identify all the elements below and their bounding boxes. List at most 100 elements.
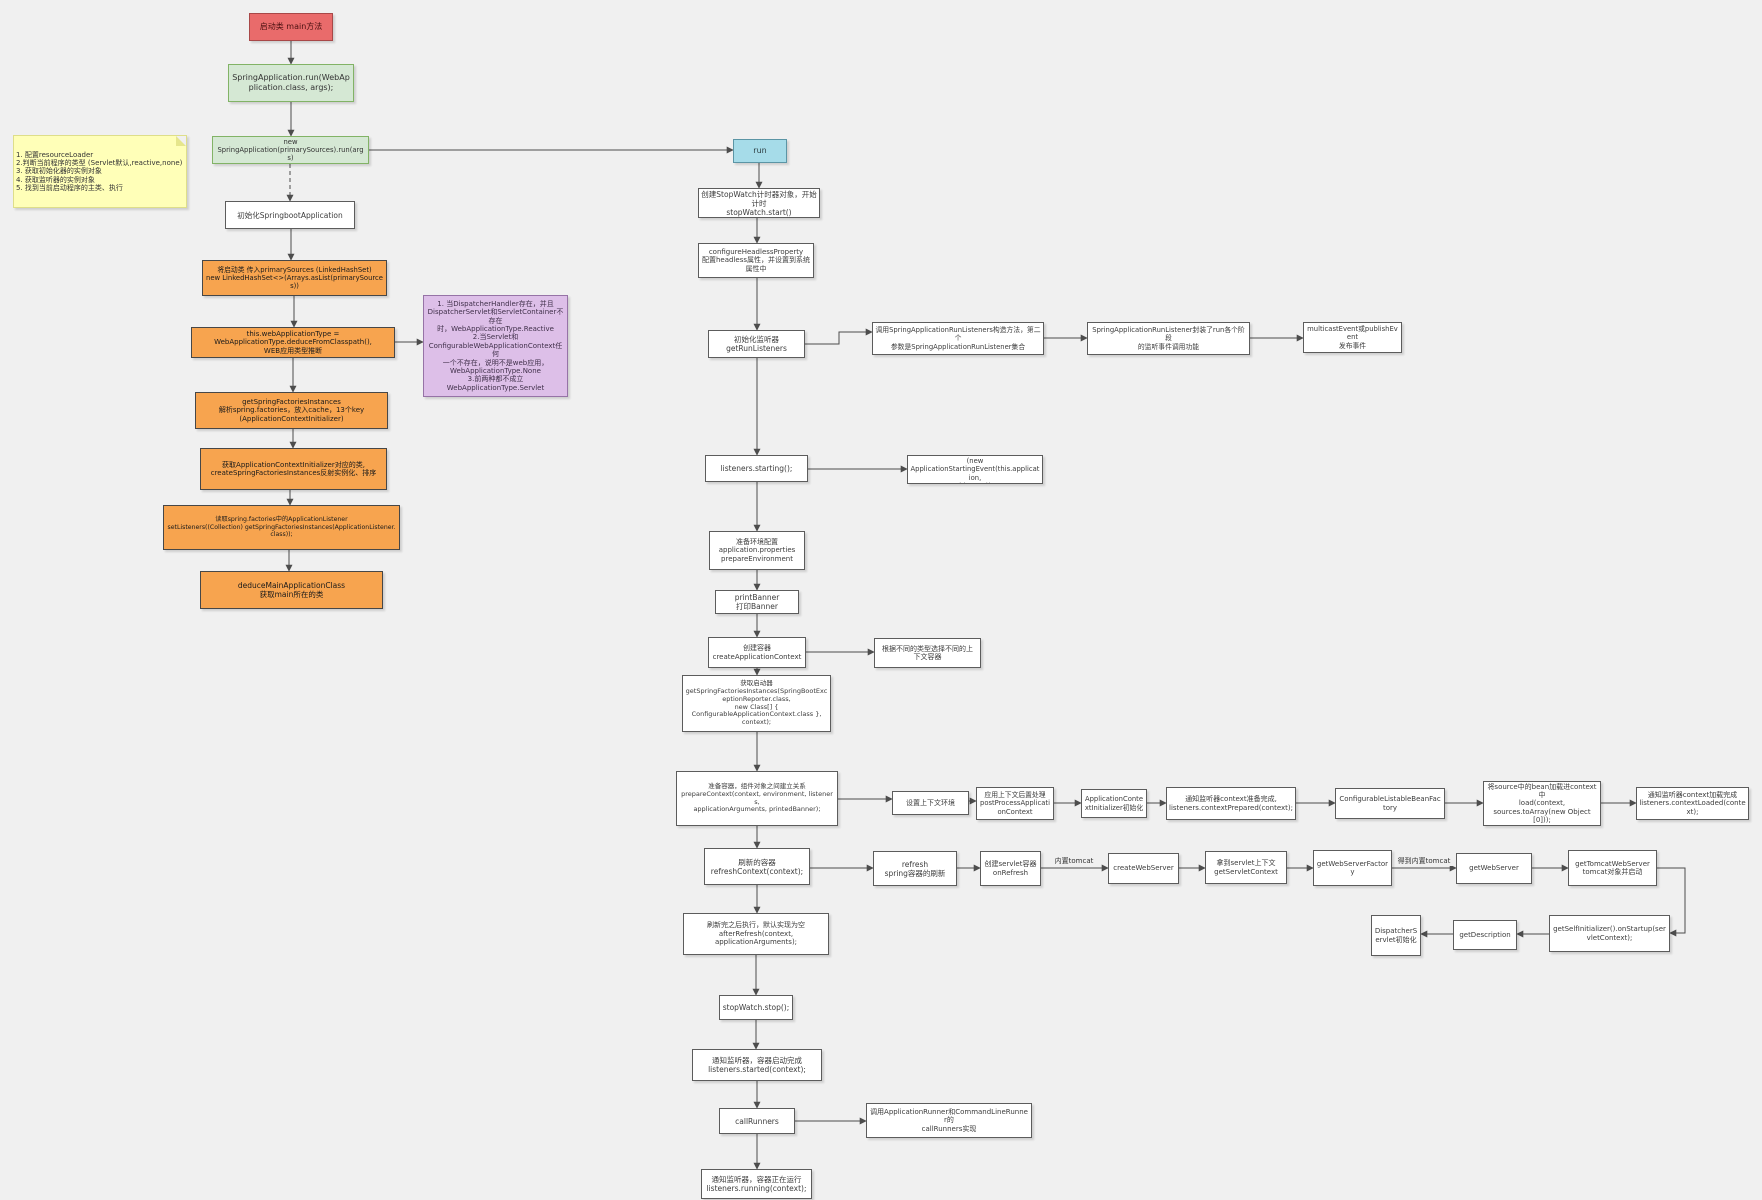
dispatcher-servlet-init-node[interactable]: DispatcherServlet初始化 — [1371, 915, 1421, 956]
get-tomcat-web-server-node[interactable]: getTomcatWebServer tomcat对象并启动 — [1568, 850, 1657, 886]
print-banner-node[interactable]: printBanner 打印Banner — [715, 590, 799, 614]
get-web-server-factory-node-label: getWebServerFactory — [1316, 859, 1389, 876]
get-exception-reporters-node-label: 获取启动器 getSpringFactoriesInstances(Spring… — [685, 679, 828, 727]
get-spring-factories-node[interactable]: getSpringFactoriesInstances 解析spring.fac… — [195, 392, 388, 429]
get-web-server-node[interactable]: getWebServer — [1456, 853, 1532, 884]
start-main-node[interactable]: 启动类 main方法 — [249, 13, 333, 41]
refresh-context-node[interactable]: 刷新的容器 refreshContext(context); — [704, 848, 810, 885]
listable-bean-factory-node-label: ConfigurableListableBeanFactory — [1339, 795, 1441, 812]
listeners-started-node-label: 通知监听器，容器启动完成 listeners.started(context); — [708, 1056, 806, 1074]
refresh-node[interactable]: refresh spring容器的刷新 — [873, 851, 957, 886]
get-servlet-context-node[interactable]: 拿到servlet上下文 getServletContext — [1205, 851, 1287, 884]
get-self-initializer-node-label: getSelfInitializer().onStartup(servletCo… — [1553, 925, 1666, 942]
context-loaded-node[interactable]: 通知监听器context加载完成 listeners.contextLoaded… — [1636, 787, 1749, 820]
flow-edge-26 — [805, 328, 873, 345]
create-application-context-node[interactable]: 创建容器 createApplicationContext — [708, 637, 806, 668]
create-web-server-node-label: createWebServer — [1113, 864, 1174, 873]
init-springboot-application-node-label: 初始化SpringbootApplication — [237, 210, 343, 220]
deduce-main-class-node[interactable]: deduceMainApplicationClass 获取main所在的类 — [200, 571, 383, 609]
spring-application-run-node-label: SpringApplication.run(WebApplication.cla… — [232, 73, 350, 92]
configure-headless-node-label: configureHeadlessProperty 配置headless属性，并… — [701, 247, 811, 273]
after-refresh-node[interactable]: 刷新完之后执行，默认实现为空 afterRefresh(context, app… — [683, 913, 829, 955]
loader-note[interactable]: 1. 配置resourceLoader 2.判断当前程序的类型 (Servlet… — [13, 135, 187, 208]
post-process-context-node-label: 应用上下文后置处理 postProcessApplicationContext — [980, 791, 1050, 816]
run-node[interactable]: run — [733, 139, 787, 163]
new-spring-application-node[interactable]: new SpringApplication(primarySources).ru… — [212, 136, 369, 164]
primary-sources-node[interactable]: 将启动类 传入primarySources (LinkedHashSet) ne… — [202, 260, 387, 296]
load-beans-node-label: 将source中的bean加载进context中 load(context, s… — [1487, 782, 1597, 825]
set-context-env-node-label: 设置上下文环境 — [906, 798, 955, 807]
context-type-note-node-label: 根据不同的类型选择不同的上 下文容器 — [882, 644, 973, 661]
edge-label-1: 得到内置tomcat — [1395, 856, 1453, 866]
multicast-event-node[interactable]: multicastEvent或publishEvent 发布事件 — [1303, 322, 1402, 353]
after-refresh-node-label: 刷新完之后执行，默认实现为空 afterRefresh(context, app… — [707, 921, 805, 947]
web-application-type-node-label: this.webApplicationType = WebApplication… — [214, 329, 372, 355]
context-type-note-node[interactable]: 根据不同的类型选择不同的上 下文容器 — [874, 638, 981, 668]
listable-bean-factory-node[interactable]: ConfigurableListableBeanFactory — [1335, 788, 1445, 819]
call-runners-node[interactable]: callRunners — [719, 1108, 795, 1134]
stopwatch-stop-node-label: stopWatch.stop(); — [722, 1003, 790, 1012]
dispatcher-servlet-init-node-label: DispatcherServlet初始化 — [1374, 927, 1418, 944]
listeners-starting-node[interactable]: listeners.starting(); — [705, 455, 808, 482]
call-runners-impl-node[interactable]: 调用ApplicationRunner和CommandLineRunner的 c… — [866, 1103, 1032, 1138]
spring-application-run-node[interactable]: SpringApplication.run(WebApplication.cla… — [228, 64, 354, 102]
get-description-node-label: getDescription — [1459, 930, 1511, 939]
prepare-environment-node[interactable]: 准备环境配置 application.properties prepareEnv… — [709, 531, 805, 570]
get-run-listeners-node-label: 初始化监听器 getRunListeners — [726, 335, 787, 353]
run-listener-events-node-label: SpringApplicationRunListener封装了run各个阶段 的… — [1092, 326, 1245, 351]
run-listeners-constructor-node-label: 调用SpringApplicationRunListeners构造方法，第二个 … — [875, 326, 1041, 351]
primary-sources-node-label: 将启动类 传入primarySources (LinkedHashSet) ne… — [206, 265, 383, 291]
set-context-env-node[interactable]: 设置上下文环境 — [892, 791, 969, 815]
listeners-running-node[interactable]: 通知监听器，容器正在运行 listeners.running(context); — [701, 1169, 812, 1199]
prepare-context-node[interactable]: 准备容器，组件对象之间建立关系 prepareContext(context, … — [676, 771, 838, 826]
web-type-note[interactable]: 1. 当DispatcherHandler存在，并且 DispatcherSer… — [423, 295, 568, 397]
prepare-environment-node-label: 准备环境配置 application.properties prepareEnv… — [718, 537, 796, 563]
context-initializer-init-node[interactable]: ApplicationContextInitializer初始化 — [1081, 789, 1147, 818]
prepare-context-node-label: 准备容器，组件对象之间建立关系 prepareContext(context, … — [681, 781, 833, 814]
folded-corner-icon — [176, 136, 186, 146]
stopwatch-start-node-label: 创建StopWatch计时器对象，开始计时 stopWatch.start() — [701, 189, 817, 217]
load-beans-node[interactable]: 将source中的bean加载进context中 load(context, s… — [1483, 781, 1601, 826]
print-banner-node-label: printBanner 打印Banner — [734, 593, 780, 611]
set-listeners-node[interactable]: 读取spring.factories中的ApplicationListener … — [163, 505, 400, 550]
stopwatch-stop-node[interactable]: stopWatch.stop(); — [719, 995, 793, 1020]
get-run-listeners-node[interactable]: 初始化监听器 getRunListeners — [708, 330, 805, 358]
create-web-server-node[interactable]: createWebServer — [1108, 853, 1179, 884]
web-application-type-node[interactable]: this.webApplicationType = WebApplication… — [191, 327, 395, 358]
init-springboot-application-node[interactable]: 初始化SpringbootApplication — [225, 201, 355, 229]
create-application-context-node-label: 创建容器 createApplicationContext — [712, 644, 802, 661]
deduce-main-class-node-label: deduceMainApplicationClass 获取main所在的类 — [237, 581, 346, 599]
stopwatch-start-node[interactable]: 创建StopWatch计时器对象，开始计时 stopWatch.start() — [698, 188, 820, 218]
listeners-running-node-label: 通知监听器，容器正在运行 listeners.running(context); — [706, 1175, 807, 1193]
loader-note-label: 1. 配置resourceLoader 2.判断当前程序的类型 (Servlet… — [16, 150, 183, 193]
application-starting-event-node[interactable]: this.initialMulticaster.multicastEvent(n… — [907, 455, 1043, 484]
get-spring-factories-node-label: getSpringFactoriesInstances 解析spring.fac… — [218, 397, 365, 423]
application-starting-event-node-label: this.initialMulticaster.multicastEvent(n… — [910, 456, 1040, 483]
context-loaded-node-label: 通知监听器context加载完成 listeners.contextLoaded… — [1639, 790, 1746, 816]
post-process-context-node[interactable]: 应用上下文后置处理 postProcessApplicationContext — [976, 787, 1054, 820]
on-refresh-node[interactable]: 创建servlet容器 onRefresh — [980, 851, 1041, 886]
call-runners-impl-node-label: 调用ApplicationRunner和CommandLineRunner的 c… — [870, 1107, 1028, 1133]
refresh-node-label: refresh spring容器的刷新 — [884, 859, 946, 878]
get-tomcat-web-server-node-label: getTomcatWebServer tomcat对象并启动 — [1575, 859, 1650, 876]
run-listener-events-node[interactable]: SpringApplicationRunListener封装了run各个阶段 的… — [1087, 322, 1250, 355]
create-initializers-node[interactable]: 获取ApplicationContextInitializer对应的类, cre… — [200, 448, 387, 490]
call-runners-node-label: callRunners — [735, 1116, 779, 1126]
refresh-context-node-label: 刷新的容器 refreshContext(context); — [710, 857, 804, 876]
get-exception-reporters-node[interactable]: 获取启动器 getSpringFactoriesInstances(Spring… — [682, 675, 831, 732]
get-servlet-context-node-label: 拿到servlet上下文 getServletContext — [1214, 859, 1278, 876]
run-listeners-constructor-node[interactable]: 调用SpringApplicationRunListeners构造方法，第二个 … — [872, 322, 1044, 355]
get-self-initializer-node[interactable]: getSelfInitializer().onStartup(servletCo… — [1549, 915, 1670, 952]
on-refresh-node-label: 创建servlet容器 onRefresh — [984, 860, 1037, 877]
context-prepared-node[interactable]: 通知监听器context准备完成, listeners.contextPrepa… — [1166, 787, 1296, 820]
configure-headless-node[interactable]: configureHeadlessProperty 配置headless属性，并… — [698, 243, 814, 278]
set-listeners-node-label: 读取spring.factories中的ApplicationListener … — [167, 516, 396, 539]
get-web-server-factory-node[interactable]: getWebServerFactory — [1313, 850, 1392, 886]
listeners-starting-node-label: listeners.starting(); — [720, 464, 793, 473]
web-type-note-label: 1. 当DispatcherHandler存在，并且 DispatcherSer… — [427, 299, 564, 392]
get-description-node[interactable]: getDescription — [1453, 920, 1517, 950]
start-main-node-label: 启动类 main方法 — [259, 22, 323, 32]
listeners-started-node[interactable]: 通知监听器，容器启动完成 listeners.started(context); — [692, 1049, 822, 1081]
run-node-label: run — [753, 146, 767, 156]
